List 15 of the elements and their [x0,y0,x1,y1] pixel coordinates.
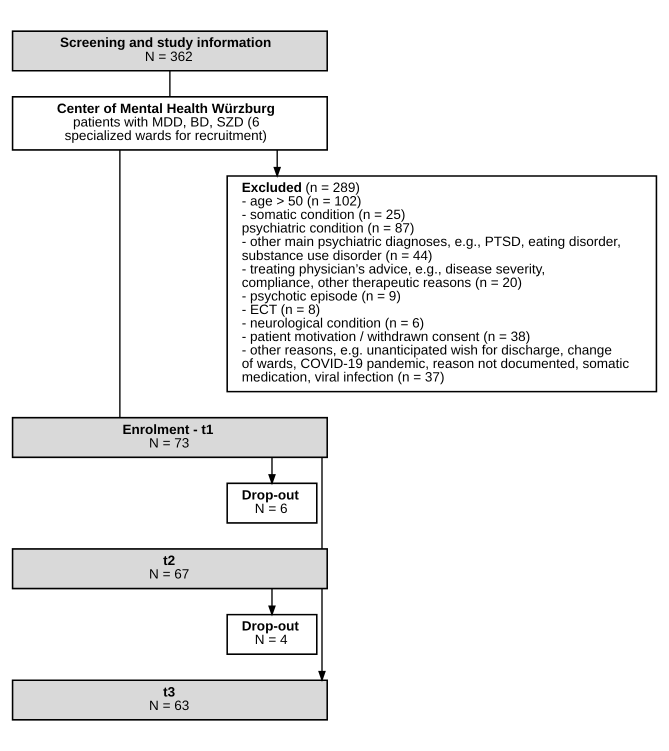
connector [169,71,171,97]
node-box: t3 N = 63 [12,679,328,721]
node-box: Enrolment - t1 N = 73 [12,416,328,458]
connector [119,150,121,418]
node-box: Drop-out N = 4 [226,614,318,655]
arrow [268,588,276,617]
node-box: Screening and study information N = 362 [12,30,328,72]
node-box: Excluded (n = 289) - age > 50 (n = 102) - somatic condition (n = 25) psychiatric condition (n = 87) - other main psychiatric diagnoses, e.g., PTSD, eating disorder, substance use disorder (n = 44) - treating physician’s advice, e.g., disease severity, compliance, other therapeutic reasons (n = 20) - psychotic episode (n = 9) - ECT (n = 8) - neurological condition (n = 6) - patient motivation / withdrawn consent (n = 38) - other reasons, e.g. unanticipated wish for discharge, change of wards, COVID-19 pandemic, reason not documented, somatic medication, viral infection (n = 37) [226,175,658,392]
arrow [273,150,282,178]
node-box: t2 N = 67 [12,548,328,590]
node-box: Drop-out N = 6 [226,482,318,524]
arrow [268,458,276,486]
connector [321,457,323,549]
node-box: Center of Mental Health Würzburg patients with MDD, BD, SZD (6 specialized wards for recruitment) [12,96,328,151]
arrow [318,588,326,682]
